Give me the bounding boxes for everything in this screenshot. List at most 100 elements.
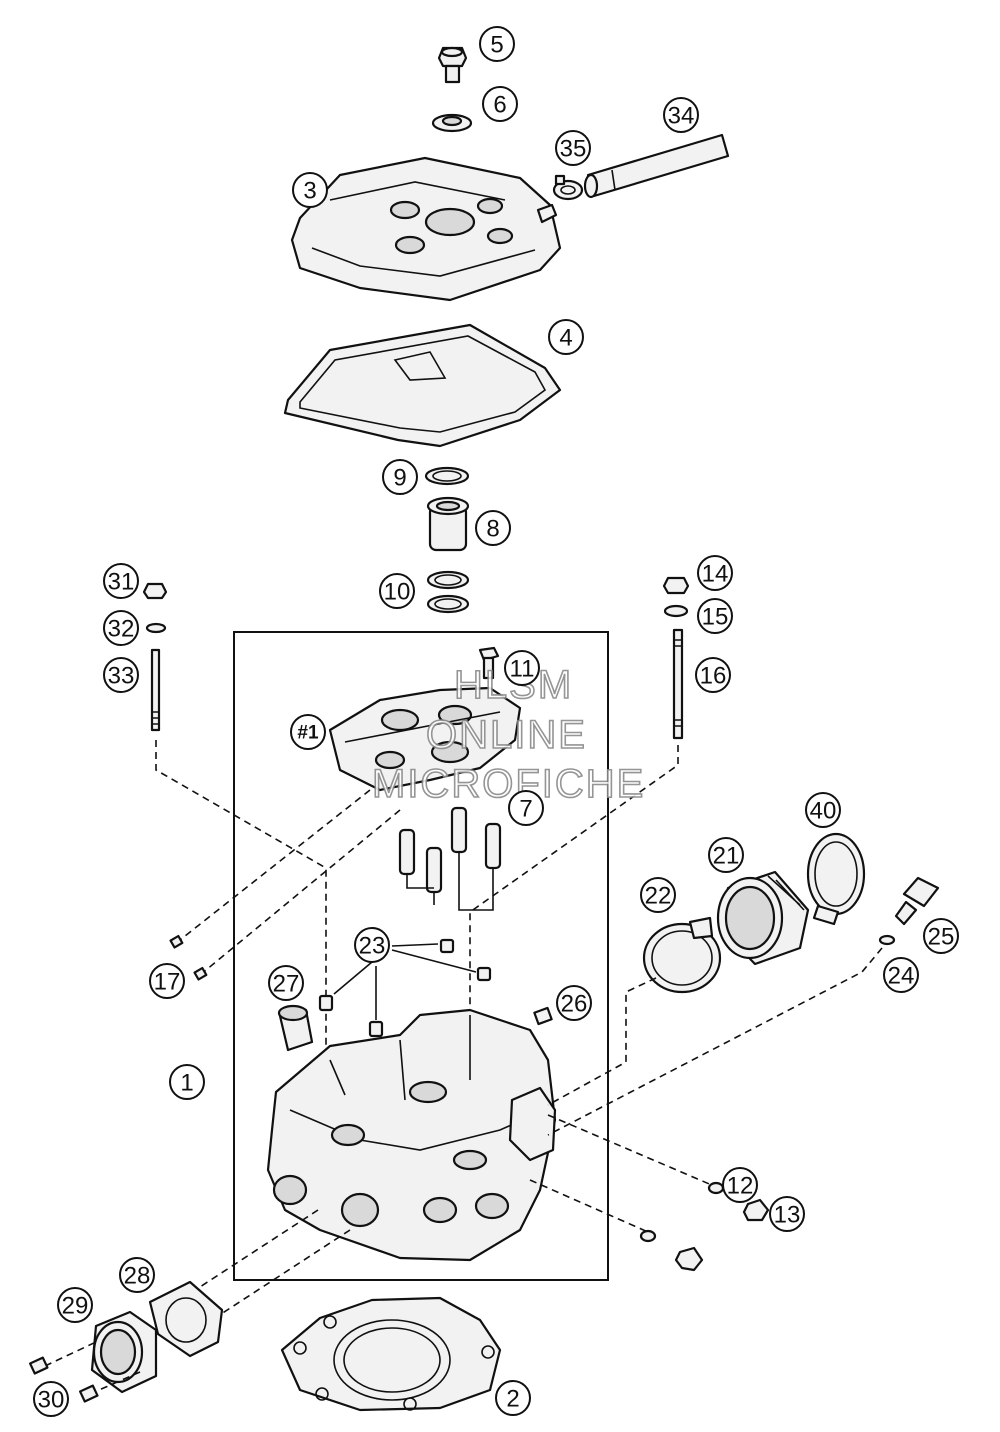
part-15-washer[interactable] xyxy=(663,604,689,618)
callout-circle xyxy=(103,563,139,599)
callout-16[interactable]: 16 xyxy=(695,657,731,693)
callout-23[interactable]: 23 xyxy=(354,927,390,963)
callout-circle xyxy=(479,26,515,62)
callout-circle xyxy=(354,927,390,963)
callout-27[interactable]: 27 xyxy=(268,965,304,1001)
part-24-seal-ring[interactable] xyxy=(878,934,896,946)
callout-31[interactable]: 31 xyxy=(103,563,139,599)
svg-text:MICROFICHE: MICROFICHE xyxy=(372,762,645,806)
part-3-valve-cover[interactable] xyxy=(290,156,562,302)
callout-label: 7 xyxy=(519,796,532,823)
callout-label: 27 xyxy=(273,971,300,998)
callout-label: 32 xyxy=(108,616,135,643)
callout-label: 31 xyxy=(108,569,135,596)
part-28-gasket[interactable] xyxy=(148,1280,224,1358)
callout-circle xyxy=(923,918,959,954)
callout-13[interactable]: 13 xyxy=(769,1196,805,1232)
part-21-intake-flange[interactable] xyxy=(716,870,810,966)
callout-label: 21 xyxy=(713,843,740,870)
callout-7[interactable]: 7 xyxy=(508,790,544,826)
callout-28[interactable]: 28 xyxy=(119,1257,155,1293)
callout-label: 23 xyxy=(359,933,386,960)
callout-24[interactable]: 24 xyxy=(883,957,919,993)
part-4-valve-cover-gasket[interactable] xyxy=(283,323,562,448)
callout-29[interactable]: 29 xyxy=(57,1287,93,1323)
callout-circle xyxy=(149,963,185,999)
callout-9[interactable]: 9 xyxy=(382,459,418,495)
part-23-dowel-pins[interactable] xyxy=(318,938,492,1038)
callout-circle xyxy=(290,714,326,750)
callout-label: 34 xyxy=(668,103,695,130)
part-14-nut[interactable] xyxy=(662,576,690,595)
part-12-seal-ring[interactable] xyxy=(707,1181,725,1195)
callout-circle xyxy=(292,172,328,208)
part-31-nut[interactable] xyxy=(142,582,168,600)
callout-2[interactable]: 2 xyxy=(495,1380,531,1416)
svg-text:HLSM: HLSM xyxy=(454,663,573,707)
callout-circle xyxy=(555,130,591,166)
callout-22[interactable]: 22 xyxy=(640,877,676,913)
callout-4[interactable]: 4 xyxy=(548,319,584,355)
callout-label: 16 xyxy=(700,663,727,690)
callout-circle xyxy=(33,1381,69,1417)
part-25-temperature-sensor[interactable] xyxy=(894,876,940,926)
callout-33[interactable]: 33 xyxy=(103,657,139,693)
part-1-sub-camshaft-carrier[interactable] xyxy=(328,686,522,792)
part-16-stud[interactable] xyxy=(672,628,684,740)
callout-15[interactable]: 15 xyxy=(697,598,733,634)
callout-32[interactable]: 32 xyxy=(103,610,139,646)
callout-label: 6 xyxy=(493,92,506,119)
callout-sub-1[interactable]: #1 xyxy=(290,714,326,750)
part-6-washer[interactable] xyxy=(431,113,473,133)
cylinder-head-assembly-frame xyxy=(233,631,609,1281)
callout-1[interactable]: 1 xyxy=(169,1064,205,1100)
callout-label: #1 xyxy=(297,723,319,744)
callout-21[interactable]: 21 xyxy=(708,837,744,873)
callout-3[interactable]: 3 xyxy=(292,172,328,208)
callout-12[interactable]: 12 xyxy=(722,1167,758,1203)
part-26-plug[interactable] xyxy=(533,1006,553,1026)
part-22-clamp[interactable] xyxy=(642,916,722,994)
part-13-plug-screw[interactable] xyxy=(742,1198,770,1222)
part-30-screw[interactable] xyxy=(29,1356,99,1403)
part-32-washer[interactable] xyxy=(145,622,167,634)
callout-30[interactable]: 30 xyxy=(33,1381,69,1417)
callout-6[interactable]: 6 xyxy=(482,86,518,122)
callout-circle xyxy=(169,1064,205,1100)
callout-circle xyxy=(508,790,544,826)
part-29-exhaust-flange[interactable] xyxy=(90,1310,158,1394)
part-10-o-rings[interactable] xyxy=(426,570,470,614)
callout-8[interactable]: 8 xyxy=(475,510,511,546)
watermark: HLSM ONLINE MICROFICHE xyxy=(371,662,645,807)
part-5-bolt[interactable] xyxy=(437,46,468,84)
part-7-valve-guides[interactable] xyxy=(398,806,502,894)
callout-26[interactable]: 26 xyxy=(556,985,592,1021)
callout-34[interactable]: 34 xyxy=(663,97,699,133)
callout-11[interactable]: 11 xyxy=(504,650,540,686)
part-11-bolt[interactable] xyxy=(478,646,500,680)
callout-label: 4 xyxy=(559,325,572,352)
part-34-breather-hose[interactable] xyxy=(583,133,730,199)
callout-label: 12 xyxy=(727,1173,754,1200)
part-27-sleeve[interactable] xyxy=(277,1004,314,1052)
callout-label: 35 xyxy=(560,136,587,163)
callout-17[interactable]: 17 xyxy=(149,963,185,999)
part-35-hose-clamp[interactable] xyxy=(552,174,584,201)
callout-label: 24 xyxy=(888,963,915,990)
callout-circle xyxy=(57,1287,93,1323)
callout-10[interactable]: 10 xyxy=(379,573,415,609)
callout-14[interactable]: 14 xyxy=(697,555,733,591)
part-8-spark-plug-shaft[interactable] xyxy=(426,496,470,552)
callout-circle xyxy=(697,555,733,591)
part-33-stud[interactable] xyxy=(150,648,161,732)
callout-25[interactable]: 25 xyxy=(923,918,959,954)
part-17-screw[interactable] xyxy=(169,934,208,981)
part-2-head-gasket[interactable] xyxy=(280,1296,502,1412)
part-1-cylinder-head[interactable] xyxy=(266,1008,557,1262)
callout-40[interactable]: 40 xyxy=(805,792,841,828)
callout-5[interactable]: 5 xyxy=(479,26,515,62)
callout-35[interactable]: 35 xyxy=(555,130,591,166)
part-40-clamp[interactable] xyxy=(806,832,866,926)
